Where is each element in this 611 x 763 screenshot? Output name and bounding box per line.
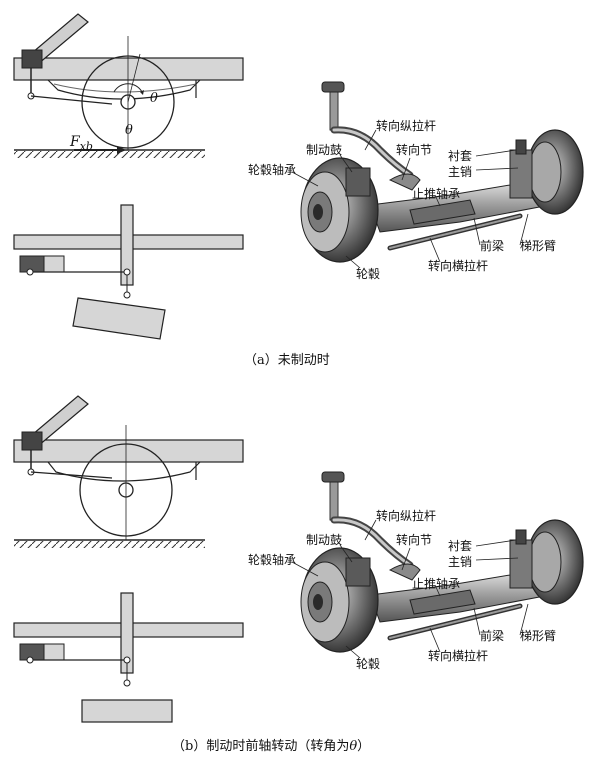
assembly-b: 转向纵拉杆 制动鼓 转向节 轮毂轴承 衬套 主销 止推轴承 前梁 梯形臂 轮毂 … — [248, 472, 583, 671]
force-label: Fxb — [69, 134, 93, 153]
label-hub: 轮毂 — [356, 267, 380, 281]
label-hub-bearing: 轮毂轴承 — [248, 552, 296, 567]
label-steering-knuckle: 转向节 — [396, 532, 432, 547]
label-hub: 轮毂 — [356, 657, 380, 671]
label-tie-rod: 转向横拉杆 — [428, 648, 488, 663]
label-trapezoid-arm: 梯形臂 — [520, 239, 556, 253]
frame-rail — [13, 57, 244, 81]
caption-a: （a）未制动时 — [244, 353, 330, 368]
label-tie-rod: 转向横拉杆 — [428, 258, 488, 273]
label-steering-knuckle: 转向节 — [396, 142, 432, 157]
panel-b-side-view — [13, 395, 244, 548]
label-king-pin: 主销 — [448, 165, 472, 179]
label-front-axle: 前梁 — [480, 628, 504, 643]
label-trapezoid-arm: 梯形臂 — [520, 629, 556, 643]
caption-b: （b）制动时前轴转动（转角为θ） — [172, 738, 370, 754]
steering-box — [21, 431, 43, 451]
wheel-top-straight — [81, 699, 173, 723]
assembly-a: 转向纵拉杆 制动鼓 转向节 轮毂轴承 衬套 主销 止推轴承 前梁 梯形臂 轮毂 … — [248, 81, 584, 281]
label-king-pin: 主销 — [448, 555, 472, 569]
label-hub-bearing: 轮毂轴承 — [248, 162, 296, 177]
label-brake-drum: 制动鼓 — [306, 143, 342, 157]
label-thrust-bearing: 止推轴承 — [412, 186, 460, 201]
label-turn-longitudinal-rod: 转向纵拉杆 — [376, 508, 436, 523]
label-brake-drum: 制动鼓 — [306, 533, 342, 547]
label-bushing: 衬套 — [448, 149, 472, 163]
panel-b-top-view — [13, 592, 244, 723]
label-thrust-bearing: 止推轴承 — [412, 576, 460, 591]
label-front-axle: 前梁 — [480, 238, 504, 253]
panel-a-side-view: Fxb θ θ — [13, 13, 244, 158]
steering-box — [21, 49, 43, 69]
wheel-top-tilted — [72, 297, 166, 340]
angle-label-top: θ — [150, 91, 158, 106]
panel-a-top-view — [13, 204, 244, 340]
label-bushing: 衬套 — [448, 539, 472, 553]
label-turn-longitudinal-rod: 转向纵拉杆 — [376, 118, 436, 133]
frame-rail — [13, 439, 244, 463]
angle-label-bottom: θ — [125, 123, 133, 138]
